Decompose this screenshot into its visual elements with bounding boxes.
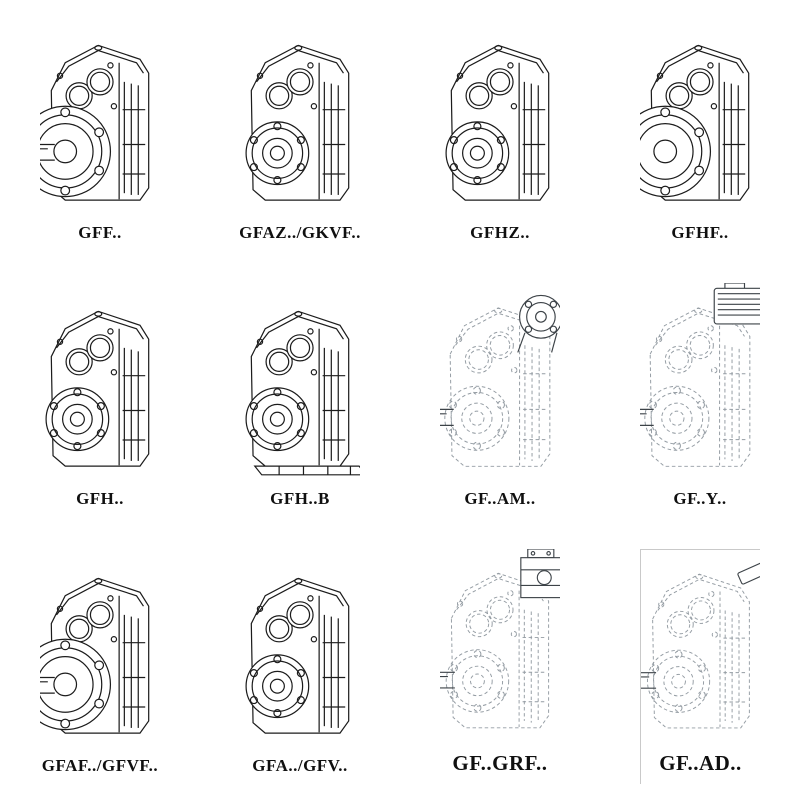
gearbox-model-label: GF..AD.. bbox=[659, 750, 742, 775]
gearbox-hollow-bore-solid-icon bbox=[40, 287, 160, 487]
gearbox-hollow-bore-solid-icon bbox=[240, 554, 360, 754]
gearbox-phantom-round-adapter-icon bbox=[440, 283, 560, 488]
gearbox-model-label: GFH.. bbox=[76, 489, 124, 509]
gearbox-hollow-bore-base-solid-icon bbox=[240, 287, 360, 487]
gearbox-model-label: GFHF.. bbox=[671, 222, 729, 242]
gearbox-cell-gfh-b: GFH..B bbox=[240, 283, 360, 518]
gearbox-model-label: GFAF../GFVF.. bbox=[41, 755, 159, 775]
gearbox-cell-gfhf: GFHF.. bbox=[640, 16, 760, 251]
gearbox-model-label: GF..AM.. bbox=[464, 489, 536, 509]
gearbox-cell-gf-am: GF..AM.. bbox=[440, 283, 560, 518]
gearbox-cell-gfaz-gkvf: GFAZ../GKVF.. bbox=[240, 16, 360, 251]
gearbox-output-flange-shaft-solid-icon bbox=[40, 554, 160, 754]
gearbox-cell-gfhz: GFHZ.. bbox=[440, 16, 560, 251]
gearbox-output-flange-shaft-solid-icon bbox=[40, 21, 160, 221]
gearbox-model-label: GFHZ.. bbox=[470, 222, 530, 242]
gearbox-model-label: GFH..B bbox=[270, 489, 330, 509]
gearbox-cell-gf-y: GF..Y.. bbox=[640, 283, 760, 518]
gearbox-model-label: GFF.. bbox=[78, 222, 122, 242]
gearbox-model-label: GF..GRF.. bbox=[452, 750, 548, 775]
gearbox-cell-gf-grf: GF..GRF.. bbox=[440, 549, 560, 784]
gearbox-phantom-input-shaft-icon bbox=[640, 550, 760, 749]
gearbox-cell-gfa-gfv: GFA../GFV.. bbox=[240, 549, 360, 784]
gearbox-phantom-adapter-block-icon bbox=[440, 549, 560, 749]
gearbox-output-flange-solid-icon bbox=[640, 21, 760, 221]
gearbox-cell-gff: GFF.. bbox=[40, 16, 160, 251]
gearbox-model-label: GF..Y.. bbox=[673, 489, 727, 509]
gearbox-model-label: GFAZ../GKVF.. bbox=[240, 222, 360, 242]
gearbox-cell-gfaf-gfvf: GFAF../GFVF.. bbox=[40, 549, 160, 784]
gearbox-hollow-bore-solid-icon bbox=[240, 21, 360, 221]
gearbox-hollow-bore-solid-icon bbox=[440, 21, 560, 221]
gearbox-cell-gf-ad: GF..AD.. bbox=[640, 549, 760, 784]
gearbox-cell-gfh: GFH.. bbox=[40, 283, 160, 518]
gearbox-model-label: GFA../GFV.. bbox=[252, 755, 348, 775]
gearbox-phantom-motor-mounted-icon bbox=[640, 283, 760, 488]
